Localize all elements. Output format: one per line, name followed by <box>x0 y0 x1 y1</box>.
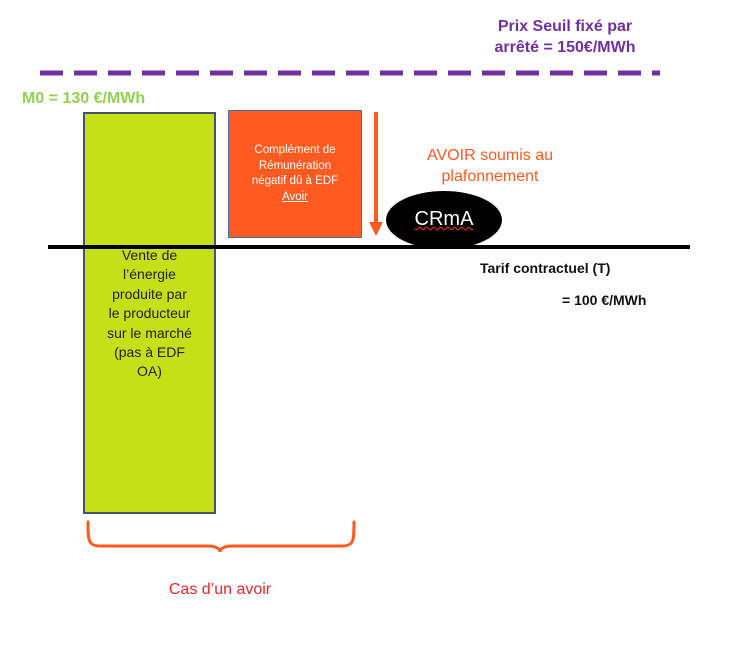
price-threshold-line1: Prix Seuil fixé par <box>497 18 633 35</box>
market-sale-line: Vente de <box>121 247 178 263</box>
case-label: Cas d’un avoir <box>168 581 272 598</box>
avoir-cap-label: AVOIR soumis au plafonnement <box>400 145 580 187</box>
market-sale-bar <box>83 112 216 514</box>
curly-brace-icon <box>86 520 356 553</box>
market-sale-line: sur le marché <box>107 324 192 341</box>
crma-text: CRmA <box>414 208 474 230</box>
complement-line2: Rémunération <box>258 159 332 172</box>
contract-tariff-label: Tarif contractuel (T) <box>480 260 611 276</box>
price-threshold-line2: arrêté = 150€/MWh <box>494 39 636 56</box>
market-sale-line: le producteur <box>108 305 191 322</box>
m0-label: M0 = 130 €/MWh <box>22 90 146 107</box>
crma-ellipse <box>386 191 502 249</box>
market-sale-line: produite par <box>112 285 187 302</box>
threshold-dashed-line <box>40 70 660 76</box>
contract-tariff-value: = 100 €/MWh <box>562 292 647 308</box>
market-sale-line: l’énergie <box>123 266 176 283</box>
avoir-cap-line2: plafonnement <box>441 168 539 185</box>
negative-complement-box: Complément de Rémunération négatif dû à … <box>228 110 362 238</box>
crma-label: CRmA <box>386 206 502 232</box>
down-arrow-icon <box>369 112 383 236</box>
market-sale-line: (pas à EDF <box>114 344 185 361</box>
complement-avoir-label: Avoir <box>282 190 308 203</box>
avoir-cap-line1: AVOIR soumis au <box>427 147 553 164</box>
price-threshold-label: Prix Seuil fixé par arrêté = 150€/MWh <box>470 16 660 58</box>
market-sale-line: OA) <box>137 363 162 380</box>
complement-line3: négatif dû à EDF <box>251 175 339 187</box>
market-sale-label: Vente de l’énergie produite par le produ… <box>83 246 216 382</box>
complement-line1: Complément de <box>254 144 336 156</box>
contract-tariff-baseline <box>48 245 690 249</box>
